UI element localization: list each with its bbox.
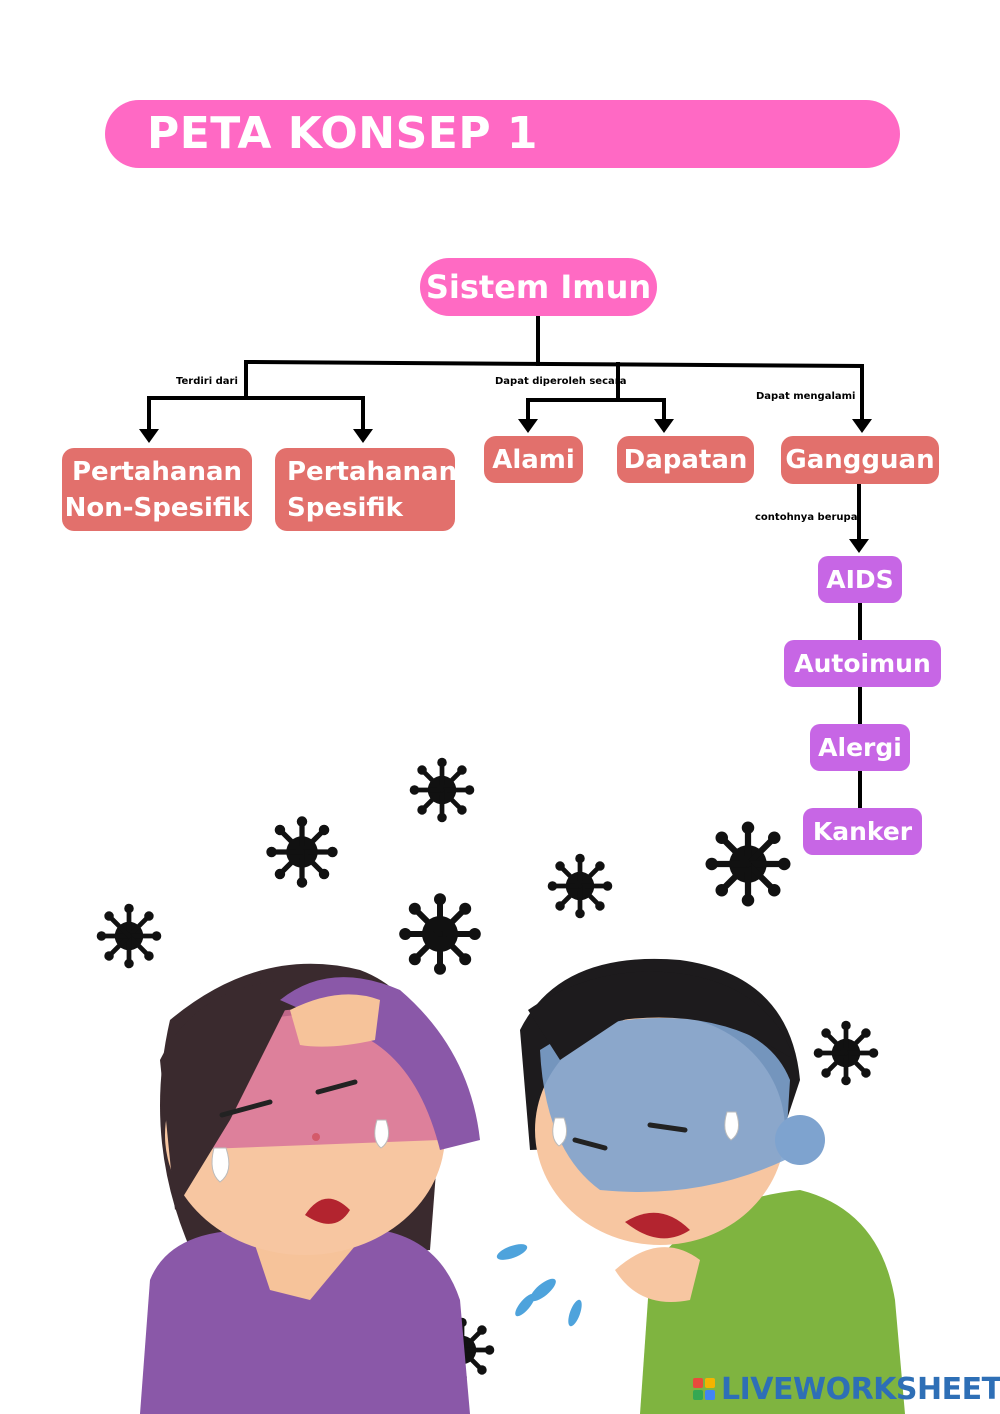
node-alami: Alami [484,436,583,483]
arrow-non-spesifik [139,429,159,443]
disorder-autoimun: Autoimun [784,640,941,687]
virus-icon [266,816,337,887]
virus-icon [97,904,162,969]
node-line-2: Non-Spesifik [65,490,250,526]
node-gangguan: Gangguan [781,436,939,484]
node-pertahanan-non-spesifik: Pertahanan Non-Spesifik [62,448,252,531]
root-node: Sistem Imun [420,258,657,316]
link-label-diperoleh: Dapat diperoleh secara [495,376,626,387]
node-dapatan: Dapatan [617,436,754,483]
node-line-1: Pertahanan [72,454,242,490]
link-label-mengalami: Dapat mengalami [756,391,855,402]
virus-icon [548,854,613,919]
liveworksheets-watermark: LIVEWORKSHEETS [693,1372,1000,1406]
link-label-terdiri: Terdiri dari [176,376,238,387]
node-pertahanan-spesifik: Pertahanan Spesifik [275,448,455,531]
liveworksheets-logo-icon [693,1378,715,1400]
link-label-contohnya: contohnya berupa [755,512,857,523]
arrow-aids [849,539,869,553]
sick-woman-figure [140,964,480,1414]
arrow-dapatan [654,419,674,433]
virus-icon [410,758,475,823]
watermark-text: LIVEWORKSHEETS [721,1372,1000,1407]
disorder-aids: AIDS [818,556,902,603]
node-line-1: Pertahanan [287,454,457,490]
virus-icon [706,822,791,907]
arrow-alami [518,419,538,433]
virus-icon [814,1021,879,1086]
arrow-spesifik [353,429,373,443]
node-line-2: Spesifik [287,490,403,526]
arrow-gangguan [852,419,872,433]
sick-people-illustration [0,740,1000,1414]
cough-droplets [495,1241,585,1328]
virus-icon [399,893,481,975]
